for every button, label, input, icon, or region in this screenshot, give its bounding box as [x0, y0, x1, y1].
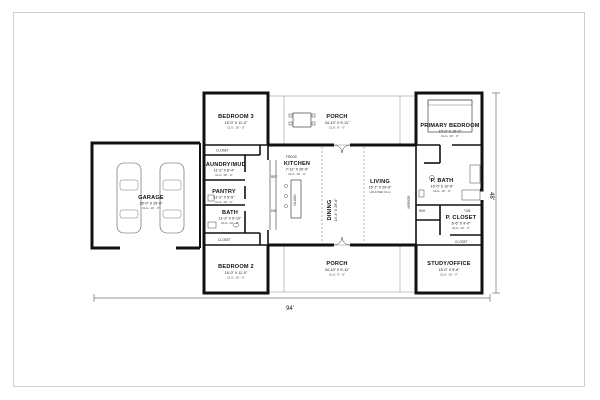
bed-icon — [427, 99, 473, 133]
closet-label: CLOSET — [216, 149, 229, 153]
overall-depth-label: 48' — [488, 192, 494, 200]
garage-walls — [90, 141, 201, 250]
car-icon — [159, 162, 185, 234]
room-name: BEDROOM 3 — [218, 114, 254, 120]
room-bedroom2: BEDROOM 2 15'-0" X 11'-0" CLG. 10' - 0" — [218, 264, 254, 280]
interior-walls — [204, 144, 482, 246]
car-icon — [116, 162, 142, 234]
room-primary-closet: P. CLOSET 6'-6" X 9'-0" CLG. 10' - 0" — [446, 215, 477, 230]
room-dims: 7'-11" X 29'-0" — [286, 168, 309, 172]
room-dims: 14'-4" X 29'-0" — [334, 198, 338, 221]
room-ceiling: CLG. 9' - 0" — [329, 126, 345, 130]
open-plan-dividers — [321, 147, 365, 243]
room-ceiling: CLG. 10' - 0" — [227, 276, 245, 280]
room-dining: DINING 14'-4" X 29'-0" — [327, 198, 338, 221]
room-dims: 26'-0" X 29'-0" — [140, 202, 163, 206]
room-ceiling: CLG. 10' - 0" — [227, 126, 245, 130]
room-ceiling: VAULTED CLG — [369, 190, 391, 194]
room-name: DINING — [327, 200, 333, 221]
kitchen-counters — [269, 160, 277, 230]
room-primary-bath: P. BATH 15'-0" X 10'-6" CLG. 10' - 0" — [431, 178, 454, 193]
room-ceiling: CLG. 10' - 0" — [441, 134, 459, 138]
room-dims: 6'-6" X 9'-0" — [452, 222, 471, 226]
overall-width-label: 94' — [286, 306, 294, 312]
room-garage: GARAGE 26'-0" X 29'-0" CLG. 10' - 0" — [138, 195, 164, 210]
room-pantry: PANTRY 11'-2" X 5'-5" CLG. 10' - 0" — [212, 189, 236, 204]
room-dims: 11'-2" X 5'-5" — [214, 196, 235, 200]
room-name: LAUNDRY/MUD — [202, 162, 246, 168]
room-primary-bedroom: PRIMARY BEDROOM 15'-0" X 15'-0" CLG. 10'… — [420, 123, 479, 138]
room-laundry: LAUNDRY/MUD 11'-2" X 6'-4" CLG. 10' - 0" — [202, 162, 246, 177]
frdge-label: FRDGE — [286, 155, 297, 159]
mirror-label: MIRROR — [407, 195, 411, 209]
room-dims: 15'-0" X 10'-6" — [431, 185, 454, 189]
island-label: ISLAND — [293, 194, 297, 206]
room-bedroom3: BEDROOM 3 15'-0" X 11'-0" CLG. 10' - 0" — [218, 114, 254, 130]
room-name: STUDY/OFFICE — [427, 261, 470, 267]
room-dims: 15'-0" X 11'-0" — [225, 121, 248, 125]
room-dims: 15'-0" X 9'-6" — [439, 268, 460, 272]
room-dims: 11'-2" X 6'-4" — [214, 169, 235, 173]
room-ceiling: CLG. 9' - 0" — [329, 273, 345, 277]
room-name: KITCHEN — [284, 161, 310, 167]
room-name: PANTRY — [212, 189, 236, 195]
room-name: BEDROOM 2 — [218, 264, 254, 270]
room-name: GARAGE — [138, 195, 164, 201]
ref-label: REF — [271, 175, 277, 179]
closet-label: CLOSET — [455, 240, 468, 244]
drawing-frame — [13, 12, 585, 387]
room-dims: 34'-10" X 9'-11" — [325, 268, 350, 272]
room-ceiling: CLG. 10' - 0" — [215, 173, 233, 177]
room-ceiling: CLG. 10' - 0" — [215, 200, 233, 204]
primary-bath-fixtures — [418, 164, 481, 201]
room-dims: 15'-0" X 11'-0" — [225, 271, 248, 275]
tub-label: TUB — [464, 209, 470, 213]
room-ceiling: CLG. 10' - 0" — [221, 221, 239, 225]
bath-fixtures — [207, 194, 240, 229]
closet-label: CLOSET — [218, 238, 231, 242]
wh-label: W/H — [419, 209, 426, 213]
kitchen-island — [284, 179, 302, 219]
room-study: STUDY/OFFICE 15'-0" X 9'-6" CLG. 10' - 0… — [427, 261, 470, 277]
room-bath: BATH 11'-2" X 5'-10" CLG. 10' - 0" — [219, 210, 242, 225]
room-name: PORCH — [326, 114, 347, 120]
room-ceiling: CLG. 10' - 0" — [452, 226, 470, 230]
room-name: P. CLOSET — [446, 215, 477, 221]
room-dims: 34'-10" X 9'-11" — [325, 121, 350, 125]
room-name: LIVING — [370, 179, 390, 185]
room-ceiling: CLG. 10' - 0" — [142, 206, 160, 210]
dw-label: DW — [271, 209, 276, 213]
room-name: P. BATH — [431, 178, 454, 184]
room-name: BATH — [222, 210, 238, 216]
exterior-walls — [202, 91, 484, 295]
room-kitchen: KITCHEN 7'-11" X 29'-0" CLG. 10' - 0" — [284, 161, 310, 176]
room-porch-bottom: PORCH 34'-10" X 9'-11" CLG. 9' - 0" — [325, 261, 350, 277]
overall-width-dimension: 94' — [93, 294, 491, 312]
room-dims: 15'-7" X 29'-0" — [369, 186, 392, 190]
porch-table — [288, 112, 316, 128]
room-dims: 15'-0" X 15'-0" — [439, 130, 462, 134]
room-ceiling: CLG. 10' - 0" — [433, 189, 451, 193]
room-name: PORCH — [326, 261, 347, 267]
room-porch-top: PORCH 34'-10" X 9'-11" CLG. 9' - 0" — [325, 114, 350, 130]
room-ceiling: CLG. 10' - 0" — [288, 172, 306, 176]
room-name: PRIMARY BEDROOM — [420, 123, 479, 129]
room-living: LIVING 15'-7" X 29'-0" VAULTED CLG — [369, 179, 392, 194]
overall-depth-dimension: 48' — [488, 92, 500, 294]
room-ceiling: CLG. 10' - 0" — [440, 273, 458, 277]
room-dims: 11'-2" X 5'-10" — [219, 217, 242, 221]
french-doors — [333, 144, 351, 246]
